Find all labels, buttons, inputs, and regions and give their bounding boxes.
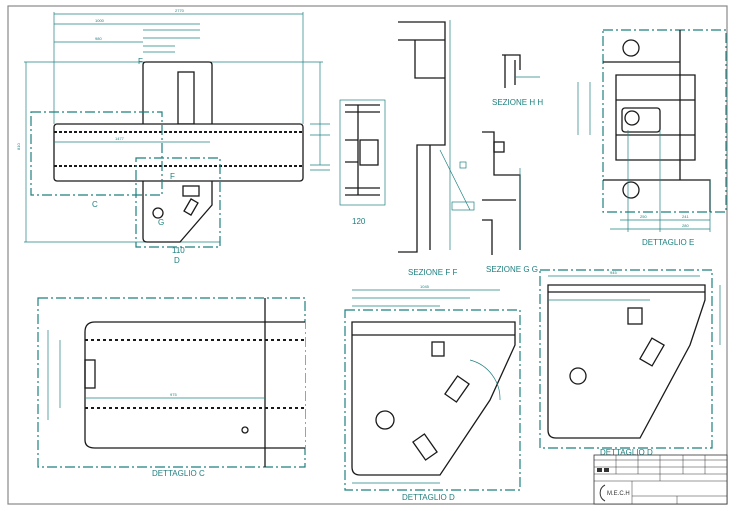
main-view: 2770 1000 980 810 1477 C 110 D F F G xyxy=(16,8,330,265)
detail-d-marker: D xyxy=(174,256,180,265)
dim-e2: 241 xyxy=(682,214,689,219)
dim-e3: 280 xyxy=(682,223,689,228)
dim-d1: 1000 xyxy=(95,18,105,23)
detail-d-right-label: DETTAGLIO D xyxy=(600,448,653,457)
bracket xyxy=(182,185,200,197)
section-gg-label: SEZIONE G G xyxy=(486,265,538,274)
detail-c-marker: C xyxy=(92,200,98,209)
section-120-view: 120 xyxy=(339,99,386,226)
detail-c-label: DETTAGLIO C xyxy=(152,469,205,478)
dim-d5: 1045 xyxy=(420,284,430,289)
bracket-slot xyxy=(183,198,199,216)
dim-d2: 980 xyxy=(95,36,102,41)
detail-c-view: 975 DETTAGLIO C xyxy=(37,297,306,478)
cut-g-marker: G xyxy=(158,218,164,227)
dim-e1: 250 xyxy=(640,214,647,219)
section-hh-view: SEZIONE H H xyxy=(492,54,543,107)
section-hh-label: SEZIONE H H xyxy=(492,98,543,107)
dim-d3: 1477 xyxy=(115,136,125,141)
section-120-label: 120 xyxy=(352,217,366,226)
detail-d-right-view: 945 DETTAGLIO D xyxy=(539,269,721,457)
title-block: M.E.C.H xyxy=(593,454,728,505)
dim-c1: 975 xyxy=(170,392,177,397)
detail-d-dim: 110 xyxy=(172,246,185,255)
dim-d6: 945 xyxy=(610,270,617,275)
plate-hole xyxy=(152,207,164,219)
detail-d-boundary xyxy=(135,157,221,248)
main-dimension-lines xyxy=(24,12,330,243)
cut-f-marker-2: F xyxy=(170,172,175,181)
section-ff-view: SEZIONE F F xyxy=(398,20,475,277)
company-logo: M.E.C.H xyxy=(607,491,630,497)
detail-e-view: 250 241 280 DETTAGLIO E xyxy=(577,29,727,247)
dim-overall: 2770 xyxy=(175,8,185,13)
section-gg-view: SEZIONE G G xyxy=(482,131,538,274)
detail-e-label: DETTAGLIO E xyxy=(642,238,694,247)
detail-d-center-view: 1045 DETTAGLIO D xyxy=(344,284,521,502)
section-ff-label: SEZIONE F F xyxy=(408,268,457,277)
cut-f-marker: F xyxy=(138,57,143,66)
detail-d-center-label: DETTAGLIO D xyxy=(402,493,455,502)
dim-d4: 810 xyxy=(16,143,21,150)
